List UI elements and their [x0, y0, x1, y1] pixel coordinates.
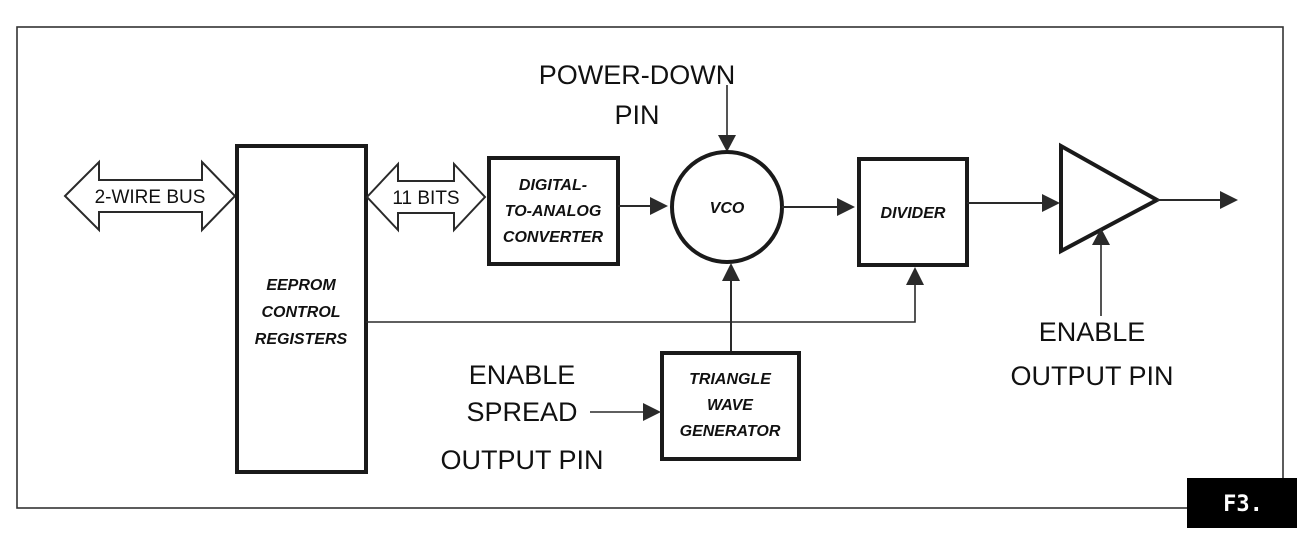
dac-to-vco-arrow — [618, 197, 668, 215]
enable-spread-label-line-3: OUTPUT PIN — [440, 445, 603, 475]
enable-spread-to-triangle-gen-arrow — [590, 403, 661, 421]
dac-label-line-3: CONVERTER — [503, 229, 604, 246]
enable-output-to-buffer-arrow — [1092, 228, 1110, 316]
enable-output-label-line-2: OUTPUT PIN — [1010, 361, 1173, 391]
eeprom-control-registers-block: EEPROM CONTROL REGISTERS — [235, 144, 368, 474]
eeprom-label-line-2: CONTROL — [261, 304, 340, 321]
vco-block: VCO — [670, 150, 784, 264]
enable-output-label-line-1: ENABLE — [1039, 317, 1146, 347]
enable-spread-label-line-2: SPREAD — [466, 397, 577, 427]
eleven-bits-label: 11 BITS — [392, 188, 459, 209]
divider-to-buffer-arrow — [967, 194, 1060, 212]
power-down-pin-label-line-1: POWER-DOWN — [539, 60, 735, 90]
enable-spread-label-line-1: ENABLE — [469, 360, 576, 390]
triangle-gen-label-line-1: TRIANGLE — [689, 371, 772, 388]
triangle-gen-label-line-3: GENERATOR — [680, 423, 781, 440]
triangle-gen-label-line-2: WAVE — [707, 397, 754, 414]
diagram-frame — [16, 26, 1284, 509]
output-buffer-amplifier — [1059, 142, 1162, 255]
divider-label: DIVIDER — [881, 205, 946, 222]
eeprom-label-line-3: REGISTERS — [255, 331, 348, 348]
vco-label: VCO — [710, 200, 745, 217]
power-down-pin-label-line-2: PIN — [614, 100, 659, 130]
two-wire-bus-arrow: 2-WIRE BUS — [63, 159, 237, 233]
triangle-wave-generator-block: TRIANGLE WAVE GENERATOR — [660, 351, 801, 461]
divider-block: DIVIDER — [857, 157, 969, 267]
eeprom-to-divider-arrow — [366, 267, 924, 323]
two-wire-bus-label: 2-WIRE BUS — [95, 187, 206, 208]
vco-to-divider-arrow — [782, 198, 855, 216]
eeprom-label-line-1: EEPROM — [266, 277, 336, 294]
buffer-output-arrow — [1157, 191, 1238, 209]
dac-label-line-2: TO-ANALOG — [505, 203, 602, 220]
figure-label-badge: F3. — [1187, 478, 1297, 528]
power-down-to-vco-arrow — [718, 85, 736, 152]
dac-block: DIGITAL- TO-ANALOG CONVERTER — [487, 156, 620, 266]
eleven-bits-bus-arrow: 11 BITS — [365, 161, 487, 233]
figure-label: F3. — [1223, 492, 1263, 517]
dac-label-line-1: DIGITAL- — [519, 177, 587, 194]
triangle-gen-to-vco-arrow — [722, 263, 740, 352]
